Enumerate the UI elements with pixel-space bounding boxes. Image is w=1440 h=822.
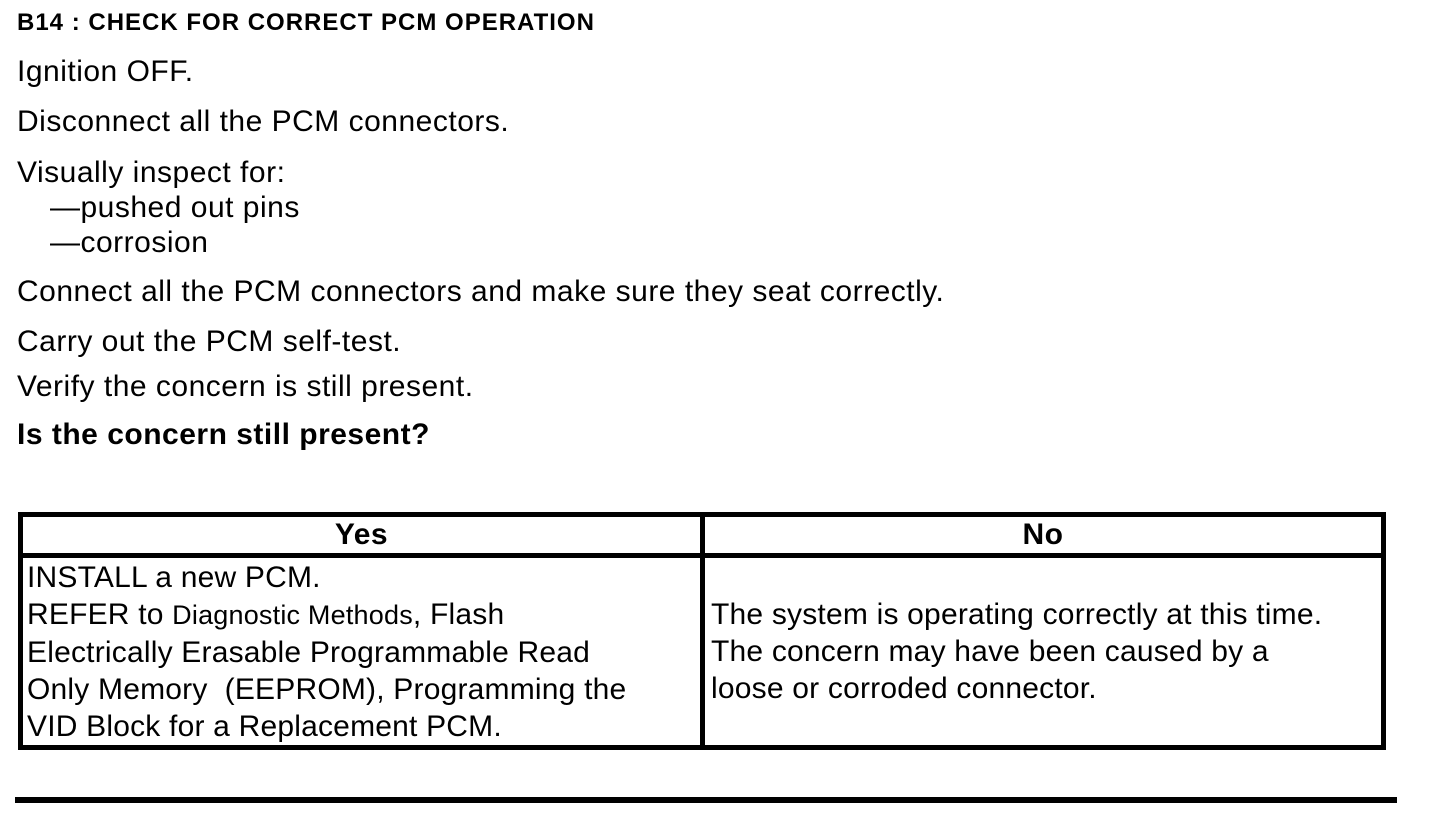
action-line: INSTALL a new PCM. <box>27 561 321 594</box>
procedure-step: Visually inspect for: <box>17 156 286 189</box>
action-line: REFER to Diagnostic Methods, Flash <box>27 596 698 634</box>
no-action-cell: The system is operating correctly at thi… <box>700 553 1386 750</box>
question-text: Is the concern still present? <box>17 418 430 451</box>
diagnostic-methods-link[interactable]: Diagnostic Methods <box>172 600 413 630</box>
procedure-step: Verify the concern is still present. <box>17 370 474 403</box>
action-line-text: REFER to <box>27 598 173 631</box>
procedure-step: Connect all the PCM connectors and make … <box>17 275 945 308</box>
procedure-step: Carry out the PCM self-test. <box>17 325 402 358</box>
table-body-row: INSTALL a new PCM. REFER to Diagnostic M… <box>18 553 1386 750</box>
action-line-text: , Flash <box>412 598 505 631</box>
procedure-title: B14 : CHECK FOR CORRECT PCM OPERATION <box>17 9 595 36</box>
procedure-step: Ignition OFF. <box>17 55 194 88</box>
inspection-item: —corrosion <box>50 226 209 259</box>
action-line: The system is operating correctly at thi… <box>711 598 1323 631</box>
procedure-step: Disconnect all the PCM connectors. <box>17 105 510 138</box>
table-header-row: Yes No <box>18 512 1386 558</box>
yes-column-header: Yes <box>18 512 705 558</box>
inspection-item: —pushed out pins <box>50 191 300 224</box>
action-line: Only Memory (EEPROM), Programming the <box>27 673 627 706</box>
action-line: loose or corroded connector. <box>711 672 1097 705</box>
action-line: VID Block for a Replacement PCM. <box>27 710 502 743</box>
no-column-header: No <box>700 512 1386 558</box>
yes-action-cell: INSTALL a new PCM. REFER to Diagnostic M… <box>18 553 705 750</box>
page-divider <box>15 797 1397 803</box>
action-line: Electrically Erasable Programmable Read <box>27 636 591 669</box>
action-line: The concern may have been caused by a <box>711 635 1269 668</box>
results-table: Yes No INSTALL a new PCM. REFER to Diagn… <box>18 512 1386 750</box>
